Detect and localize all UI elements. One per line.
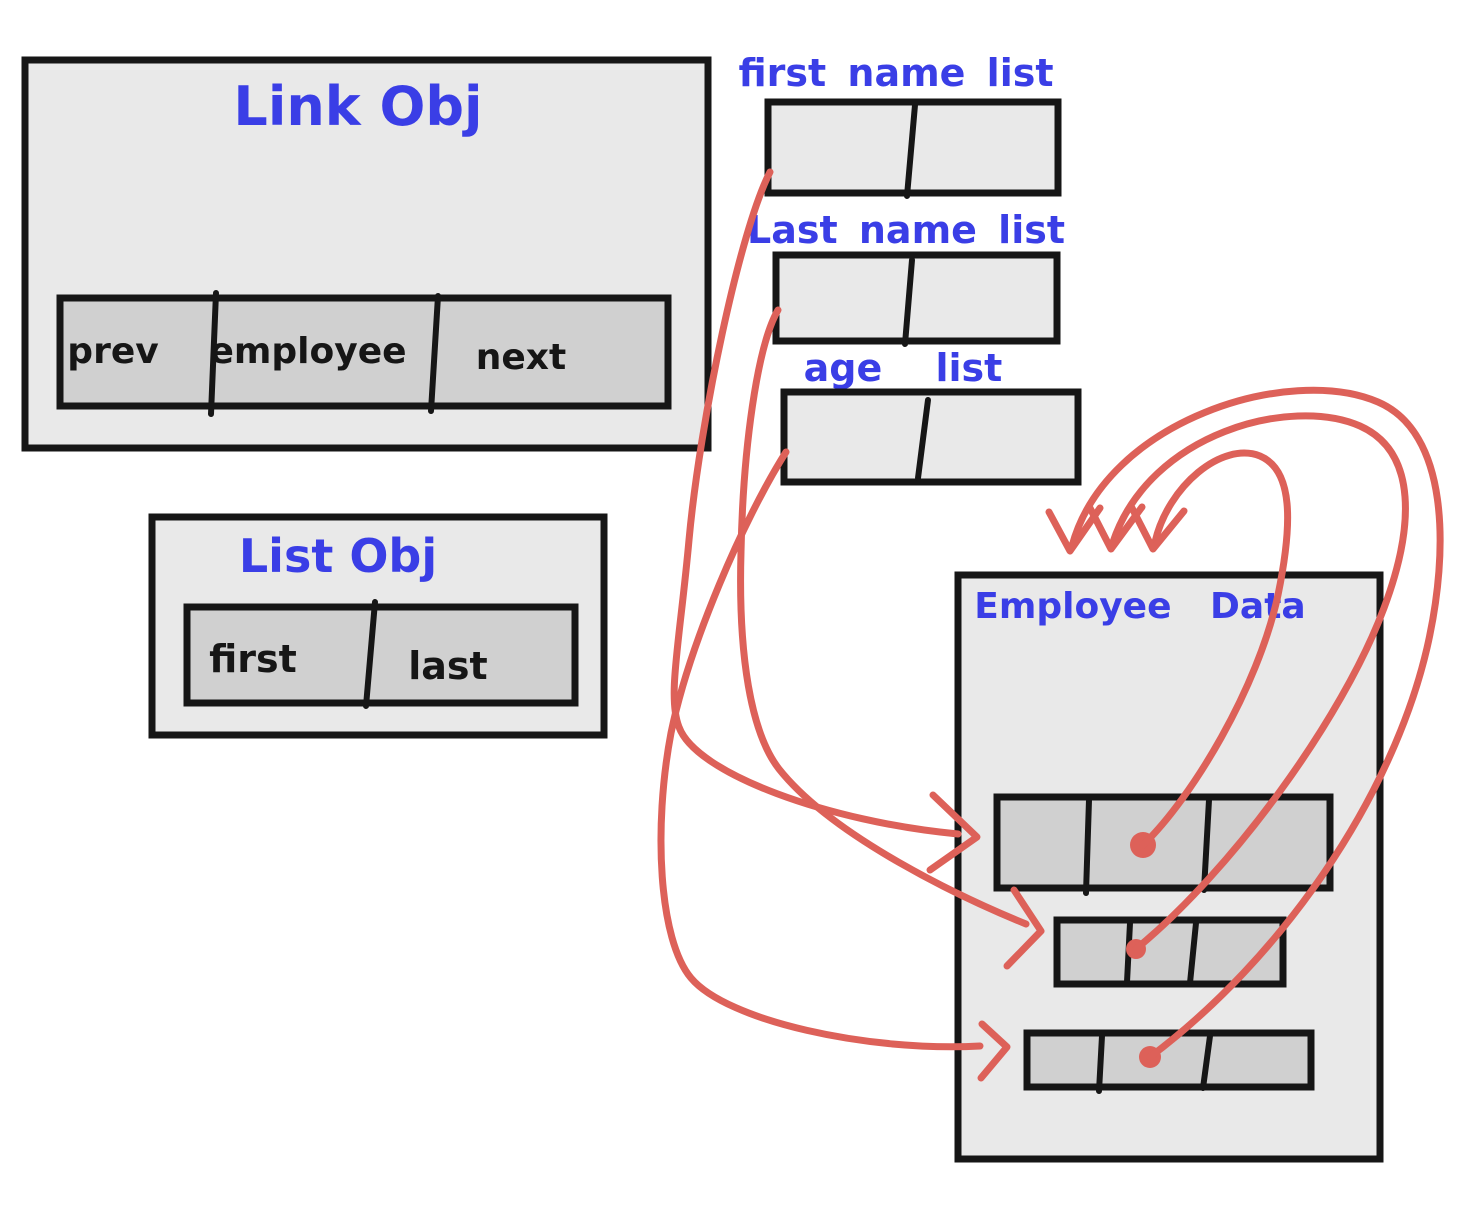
arrow-record3-loop	[1068, 386, 1444, 1061]
cell-divider	[904, 102, 918, 199]
cell-divider	[1187, 920, 1199, 986]
list-obj-cell-row	[183, 603, 579, 707]
cell-divider	[1083, 797, 1092, 896]
arrowhead	[977, 1020, 1011, 1082]
prev-label: prev	[67, 331, 158, 372]
cell-divider	[1096, 1033, 1105, 1094]
cell-divider	[902, 257, 915, 347]
arrow-firstname-to-record1	[670, 168, 962, 838]
arrow-age-to-record3	[657, 448, 984, 1051]
first-label: first	[209, 637, 297, 681]
next-label: next	[476, 337, 566, 378]
link-obj-cell-row	[56, 294, 672, 410]
last-name-list-box	[772, 251, 1061, 345]
arrowhead	[1045, 504, 1104, 555]
arrowhead	[1003, 886, 1045, 970]
arrow-record1-loop	[1139, 449, 1292, 849]
cell-divider	[208, 290, 219, 417]
last-name-list-label: Last name list	[747, 208, 1065, 252]
last-name-list-group: Last name list	[747, 208, 1065, 347]
last-label: last	[408, 644, 487, 688]
pointer-arrows-group	[657, 168, 1045, 1082]
link-obj-title: Link Obj	[233, 75, 482, 138]
arrow-record2-loop	[1109, 412, 1409, 953]
arrow-lastname-to-record2	[737, 306, 1030, 928]
cell-divider	[1201, 797, 1212, 893]
employee-data-group: Employee Data	[954, 571, 1384, 1163]
employee-label: employee	[209, 331, 406, 372]
age-list-group: age list	[780, 346, 1082, 486]
list-obj-title: List Obj	[239, 529, 437, 583]
link-obj-group: Link Obj prev employee next	[21, 56, 712, 452]
age-list-label: age list	[804, 346, 1003, 390]
first-name-list-group: first name list	[738, 51, 1062, 199]
list-obj-group: List Obj first last	[148, 513, 608, 739]
employee-record-1	[993, 793, 1334, 892]
cell-divider	[363, 599, 378, 709]
age-list-box	[780, 388, 1082, 486]
cell-divider	[915, 397, 931, 481]
employee-data-title: Employee Data	[974, 586, 1305, 627]
arrowhead	[1128, 504, 1188, 553]
cell-divider	[428, 293, 441, 414]
loopback-arrows-group	[1045, 386, 1444, 1068]
cell-divider	[1200, 1033, 1213, 1091]
arrowhead	[926, 791, 981, 874]
employee-record-2	[1053, 916, 1287, 988]
first-name-list-label: first name list	[738, 51, 1053, 95]
arrowhead	[1086, 503, 1146, 553]
